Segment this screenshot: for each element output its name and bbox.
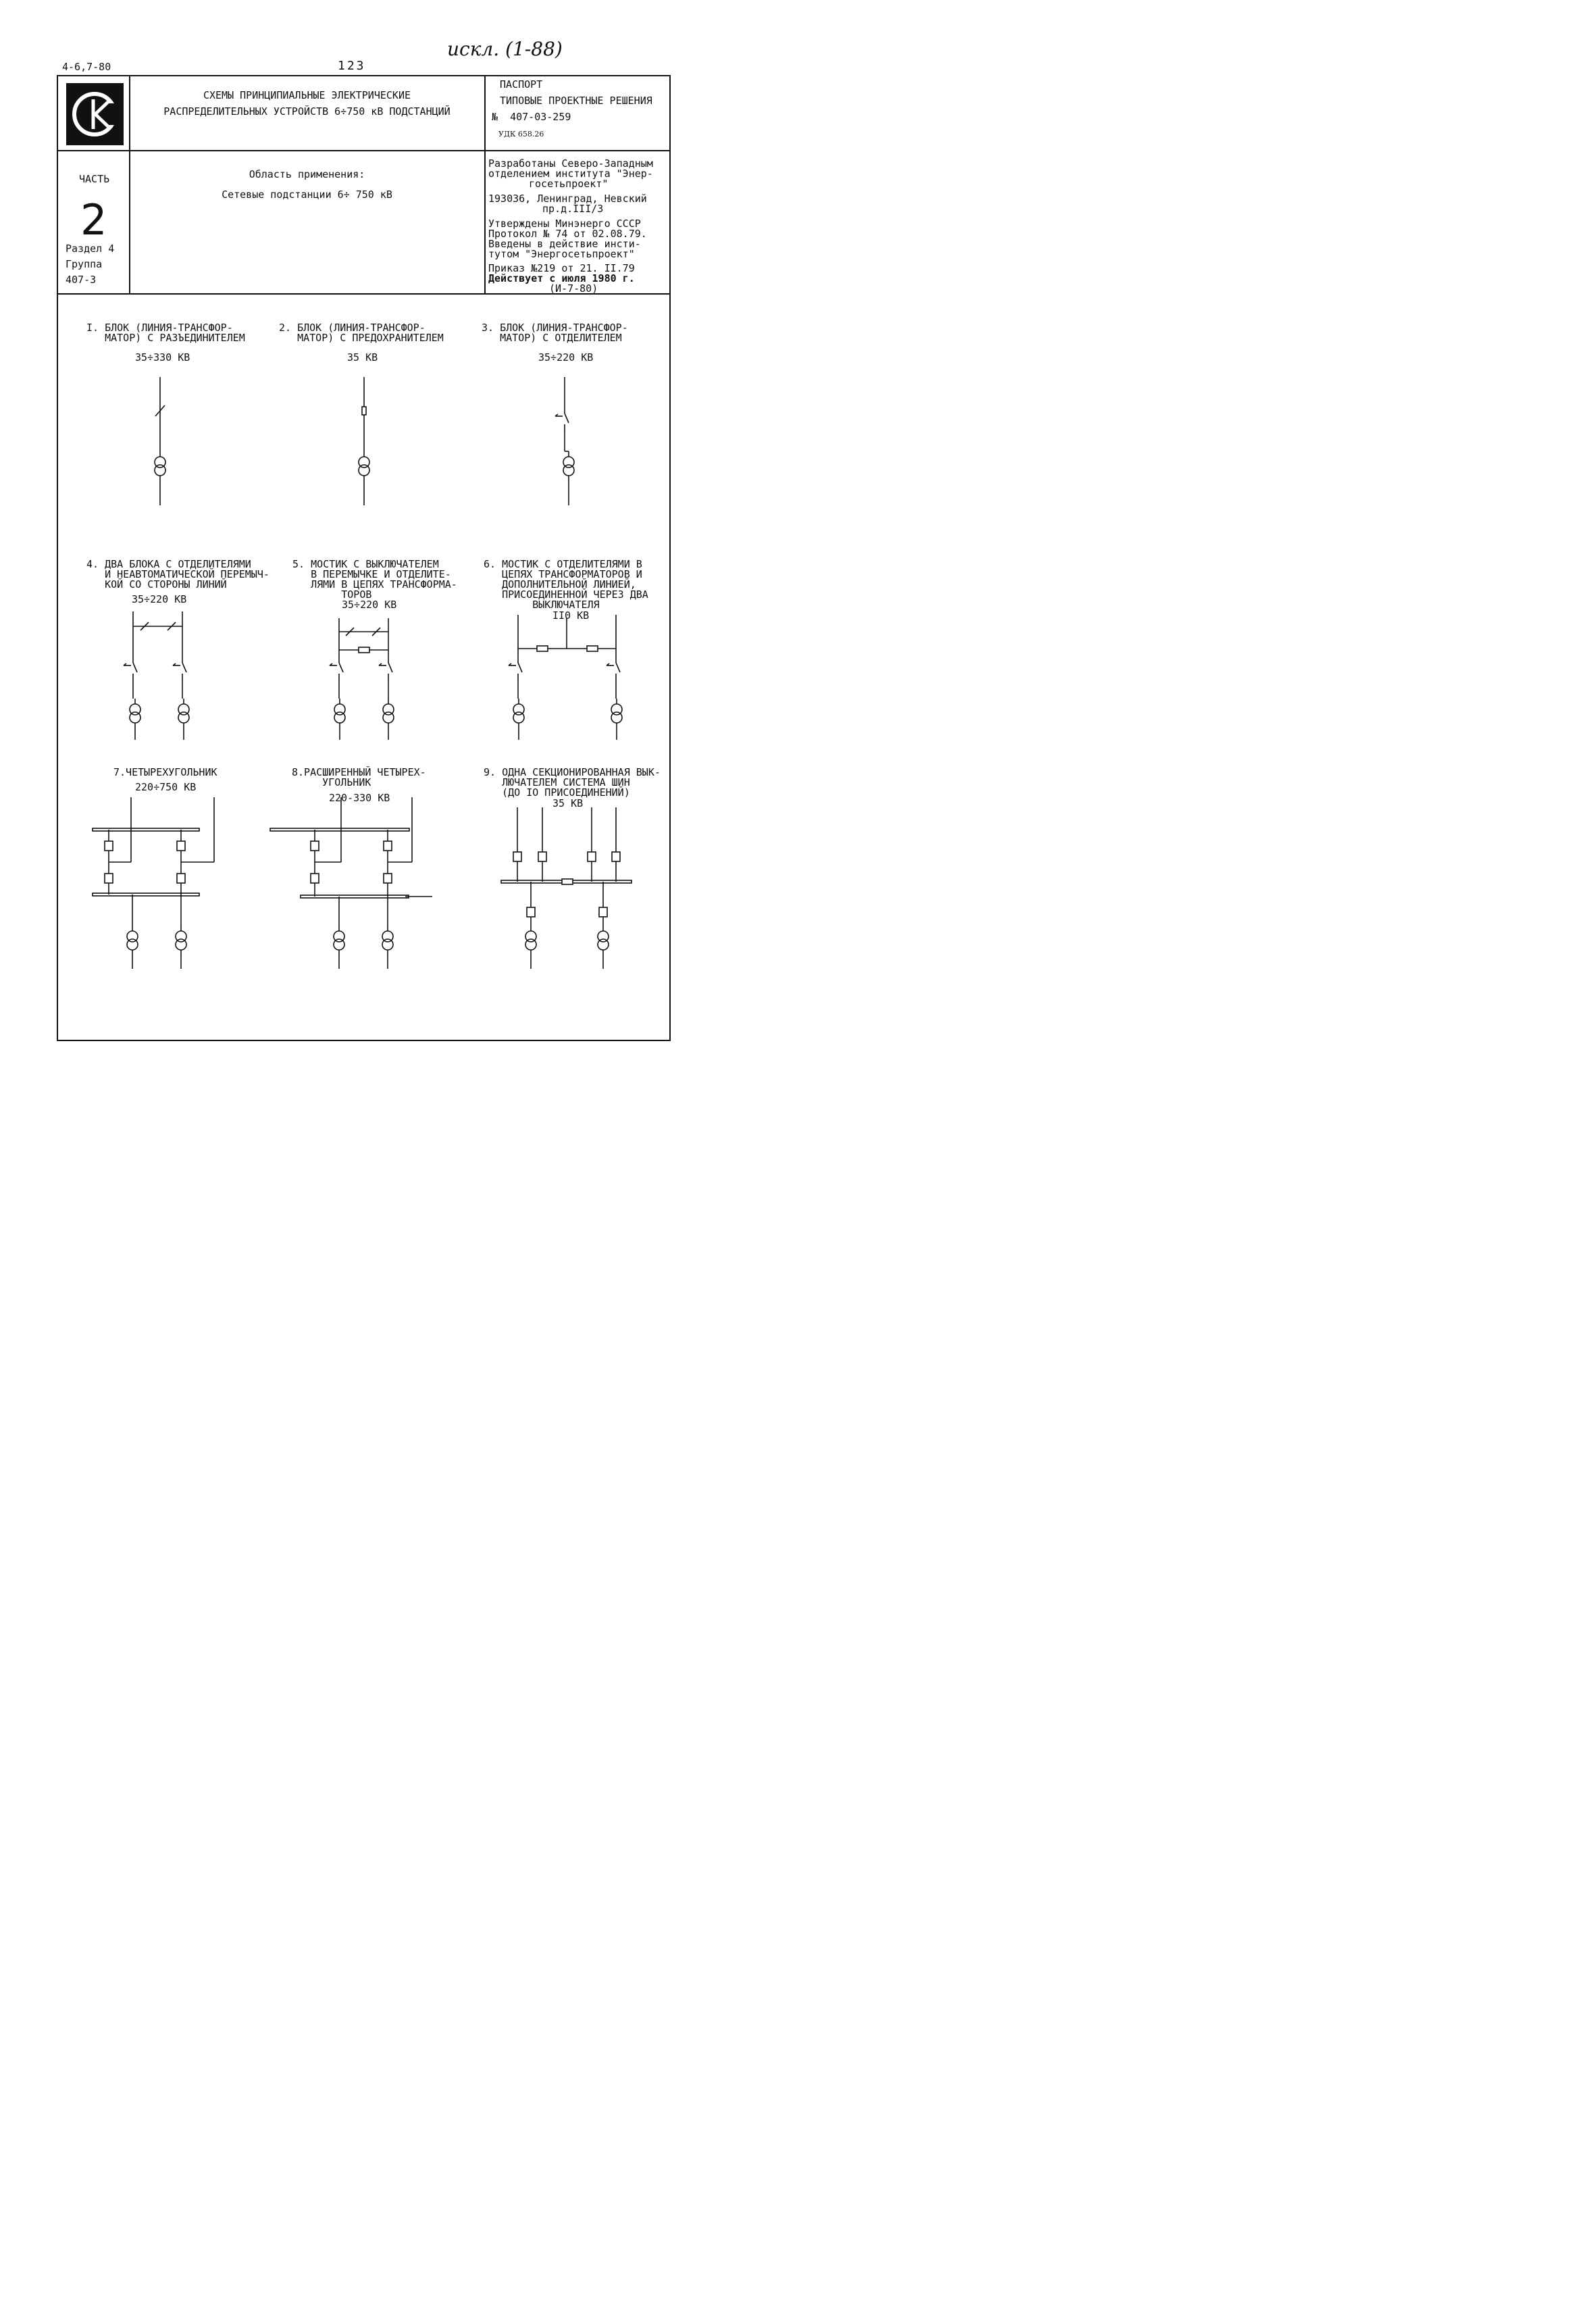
scheme-3-caption-1: 3. БЛОК (ЛИНИЯ-ТРАНСФОР- <box>482 322 628 334</box>
scheme-9-voltage: 35 КВ <box>552 797 584 809</box>
scheme-6-voltage: II0 КВ <box>552 609 590 622</box>
grid-divider <box>129 75 130 294</box>
info-line: пр.д.III/3 <box>542 203 604 215</box>
scheme-6-caption-1: 6. МОСТИК С ОТДЕЛИТЕЛЯМИ В <box>484 558 642 570</box>
scheme-4-caption-2: И НЕАВТОМАТИЧЕСКОЙ ПЕРЕМЫЧ- <box>86 568 269 580</box>
scheme-6-caption-4: ПРИСОЕДИНЕННОЙ ЧЕРЕЗ ДВА <box>484 588 648 601</box>
scheme-6-caption-5: ВЫКЛЮЧАТЕЛЯ <box>484 599 600 611</box>
scheme-9-diagram <box>500 807 632 969</box>
header-title-2: РАСПРЕДЕЛИТЕЛЬНЫХ УСТРОЙСТВ 6÷750 кВ ПОД… <box>163 105 451 118</box>
udk: УДК 658.26 <box>498 130 544 139</box>
scheme-4-caption-3: КОЙ СО СТОРОНЫ ЛИНИЙ <box>86 578 227 590</box>
circuit-diagrams <box>92 377 632 969</box>
scheme-5-caption-1: 5. МОСТИК С ВЫКЛЮЧАТЕЛЕМ <box>292 558 439 570</box>
passport-label: ПАСПОРТ <box>500 78 543 91</box>
grid-divider <box>57 150 671 151</box>
application-value: Сетевые подстанции 6÷ 750 кВ <box>222 188 392 201</box>
handwritten-note: искл. (1-88) <box>447 38 563 60</box>
scheme-8-diagram <box>269 797 432 969</box>
part-number: 2 <box>80 195 107 245</box>
section-label: Раздел 4 <box>66 243 115 255</box>
application-label: Область применения: <box>249 168 365 180</box>
info-line: госетьпроект" <box>529 178 609 190</box>
info-line: Введены в действие инсти- <box>488 238 641 250</box>
scheme-5-voltage: 35÷220 КВ <box>342 599 397 611</box>
part-label: ЧАСТЬ <box>79 173 110 185</box>
scheme-5-diagram <box>329 618 394 740</box>
scheme-7-caption-1: 7.ЧЕТЫРЕХУГОЛЬНИК <box>113 766 217 778</box>
info-line: 193036, Ленинград, Невский <box>488 193 647 205</box>
info-line: Утверждены Минэнерго СССР <box>488 218 641 230</box>
scheme-1-caption-1: I. БЛОК (ЛИНИЯ-ТРАНСФОР- <box>86 322 233 334</box>
scheme-3-caption-2: МАТОР) С ОТДЕЛИТЕЛЕМ <box>482 332 622 344</box>
passport-number: № 407-03-259 <box>492 111 571 123</box>
grid-divider <box>57 293 671 295</box>
scheme-8-voltage: 220-330 КВ <box>329 792 390 804</box>
document-code: 4-6,7-80 <box>62 61 111 73</box>
scheme-7-diagram <box>92 797 215 969</box>
info-line: Действует с июля 1980 г. <box>488 272 635 284</box>
scheme-1-caption-2: МАТОР) С РАЗЪЕДИНИТЕЛЕМ <box>86 332 245 344</box>
page-frame <box>57 75 671 1041</box>
info-line: Протокол № 74 от 02.08.79. <box>488 228 647 240</box>
scheme-9-caption-1: 9. ОДНА СЕКЦИОНИРОВАННАЯ ВЫК- <box>484 766 661 778</box>
info-line: Приказ №219 от 21. II.79 <box>488 262 635 274</box>
group-number: 407-3 <box>66 274 97 286</box>
scheme-2-caption-2: МАТОР) С ПРЕДОХРАНИТЕЛЕМ <box>279 332 444 344</box>
scheme-8-caption-1: 8.РАСШИРЕННЫЙ ЧЕТЫРЕХ- <box>292 766 426 778</box>
scheme-5-caption-4: ТОРОВ <box>292 588 372 601</box>
scheme-4-diagram <box>123 611 190 740</box>
scheme-8-caption-2: УГОЛЬНИК <box>292 776 371 788</box>
scheme-1-voltage: 35÷330 КВ <box>135 351 190 363</box>
scheme-6-diagram <box>508 615 623 740</box>
scheme-6-caption-3: ДОПОЛНИТЕЛЬНОЙ ЛИНИЕЙ, <box>484 578 636 590</box>
header-title-1: СХЕМЫ ПРИНЦИПИАЛЬНЫЕ ЭЛЕКТРИЧЕСКИЕ <box>203 89 411 101</box>
info-line: Разработаны Северо-Западным <box>488 157 653 170</box>
scheme-4-voltage: 35÷220 КВ <box>132 593 187 605</box>
scheme-9-caption-2: ЛЮЧАТЕЛЕМ СИСТЕМА ШИН <box>484 776 630 788</box>
group-label: Группа <box>66 258 103 270</box>
scheme-6-caption-2: ЦЕПЯХ ТРАНСФОРМАТОРОВ И <box>484 568 642 580</box>
ck-logo <box>66 83 124 145</box>
info-line: (И-7-80) <box>549 282 598 295</box>
scheme-4-caption-1: 4. ДВА БЛОКА С ОТДЕЛИТЕЛЯМИ <box>86 558 251 570</box>
info-line: тутом "Энергосетьпроект" <box>488 248 635 260</box>
scheme-2-voltage: 35 КВ <box>347 351 378 363</box>
scheme-2-caption-1: 2. БЛОК (ЛИНИЯ-ТРАНСФОР- <box>279 322 426 334</box>
info-line: отделением института "Энер- <box>488 168 653 180</box>
scheme-2-diagram <box>358 377 370 505</box>
grid-divider <box>484 75 486 294</box>
scheme-5-caption-3: ЛЯМИ В ЦЕПЯХ ТРАНСФОРМА- <box>292 578 457 590</box>
page-number: 123 <box>338 59 366 73</box>
scheme-5-caption-2: В ПЕРЕМЫЧКЕ И ОТДЕЛИТЕ- <box>292 568 451 580</box>
scheme-3-diagram <box>555 377 575 505</box>
passport-type: ТИПОВЫЕ ПРОЕКТНЫЕ РЕШЕНИЯ <box>500 95 652 107</box>
scheme-9-caption-3: (ДО IO ПРИСОЕДИНЕНИЙ) <box>484 786 630 799</box>
scheme-7-voltage: 220÷750 КВ <box>135 781 197 793</box>
scheme-1-diagram <box>154 377 166 505</box>
scheme-3-voltage: 35÷220 КВ <box>538 351 594 363</box>
